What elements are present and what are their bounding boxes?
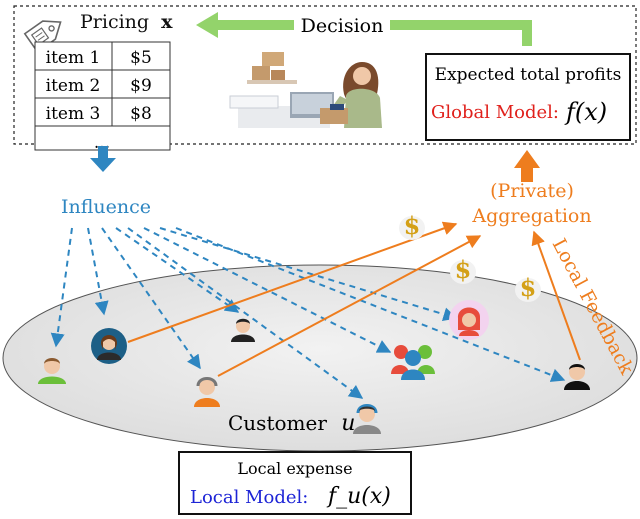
customer-avatar-icon — [91, 328, 127, 364]
influence-down-arrow — [90, 146, 116, 172]
table-row-item: item 3 — [46, 104, 101, 124]
decision-arrow — [196, 12, 532, 46]
aggregation-label-line1: (Private) — [490, 180, 574, 202]
influence-lines — [50, 227, 566, 399]
table-row-price: $8 — [130, 104, 152, 124]
global-box-title: Expected total profits — [435, 65, 622, 85]
aggregation-up-arrow — [514, 150, 540, 182]
customer-label: Customer u — [228, 411, 355, 436]
aggregation-lines — [127, 221, 581, 377]
table-row-item: item 1 — [46, 48, 101, 68]
pricing-label: Pricing x — [80, 11, 173, 33]
svg-text:$: $ — [404, 211, 421, 240]
table-row-price: $5 — [130, 48, 152, 68]
aggregation-label-line2: Aggregation — [471, 205, 591, 227]
customer-avatar-icon — [449, 300, 489, 340]
pricing-table: item 1 $5 item 2 $9 item 3 $8 ... — [34, 41, 171, 153]
customer-group-icon — [391, 345, 435, 380]
customer-avatar-icon — [564, 364, 590, 390]
global-model-fn: f(x) — [564, 98, 607, 126]
table-row-item: item 2 — [46, 76, 101, 96]
decision-label: Decision — [301, 15, 384, 37]
influence-label: Influence — [61, 196, 151, 218]
svg-text:$: $ — [520, 273, 537, 302]
local-model-label: Local Model: — [190, 487, 308, 508]
customer-avatar-icon — [38, 358, 66, 384]
customer-avatar-icon — [194, 377, 220, 407]
local-model-fn: f_u(x) — [326, 484, 391, 509]
dollar-bag-icon: $ — [515, 273, 541, 302]
seller-container — [13, 5, 637, 145]
local-box-title: Local expense — [237, 459, 352, 478]
global-model-box — [425, 53, 631, 141]
table-row-price: $9 — [130, 76, 152, 96]
svg-text:$: $ — [455, 255, 472, 284]
dollar-bag-icon: $ — [399, 211, 425, 240]
customer-avatar-icon — [353, 404, 381, 434]
customer-avatar-icon — [231, 318, 255, 342]
global-model-label: Global Model: — [431, 102, 559, 123]
dollar-bag-icon: $ — [450, 255, 476, 284]
local-model-box — [178, 451, 412, 515]
cashier-illustration — [229, 52, 382, 128]
